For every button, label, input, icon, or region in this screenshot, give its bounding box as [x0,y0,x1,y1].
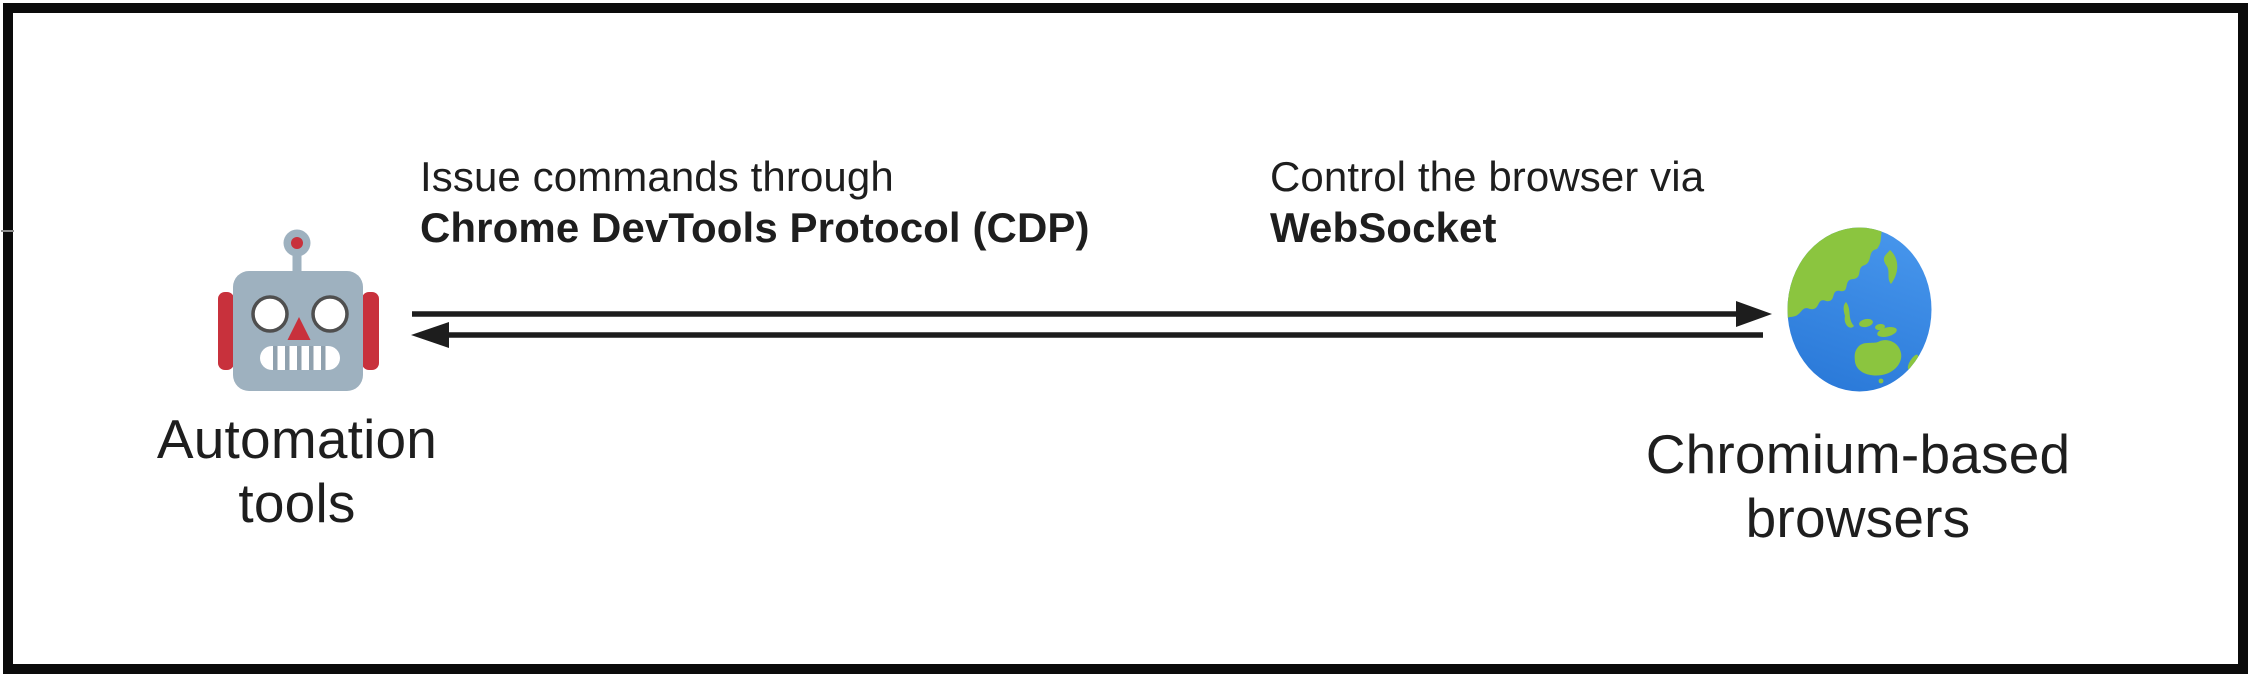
globe-icon [1786,226,1933,393]
screenshot-seam-artifact [1,230,14,232]
forward-arrow-label-regular: Issue commands through [420,153,894,200]
right-node-label-line2: browsers [1745,487,1971,549]
return-arrow-label: Control the browser via WebSocket [1270,151,1704,253]
left-arrow [411,322,1763,348]
return-arrow-label-regular: Control the browser via [1270,153,1705,200]
right-node-label-line1: Chromium-based [1645,423,2071,485]
forward-arrow-label: Issue commands through Chrome DevTools P… [420,151,1090,253]
left-node-label-line2: tools [238,472,356,534]
left-node-label-line1: Automation [156,408,438,470]
forward-arrow-label-bold: Chrome DevTools Protocol (CDP) [420,204,1090,251]
right-node-label: Chromium-based browsers [1628,422,2088,550]
return-arrow-label-bold: WebSocket [1270,204,1497,251]
arrow-group [400,285,1790,365]
left-node-label: Automation tools [97,407,497,535]
right-arrow [412,301,1772,327]
robot-icon [218,226,382,394]
diagram-border-frame [3,3,2248,674]
